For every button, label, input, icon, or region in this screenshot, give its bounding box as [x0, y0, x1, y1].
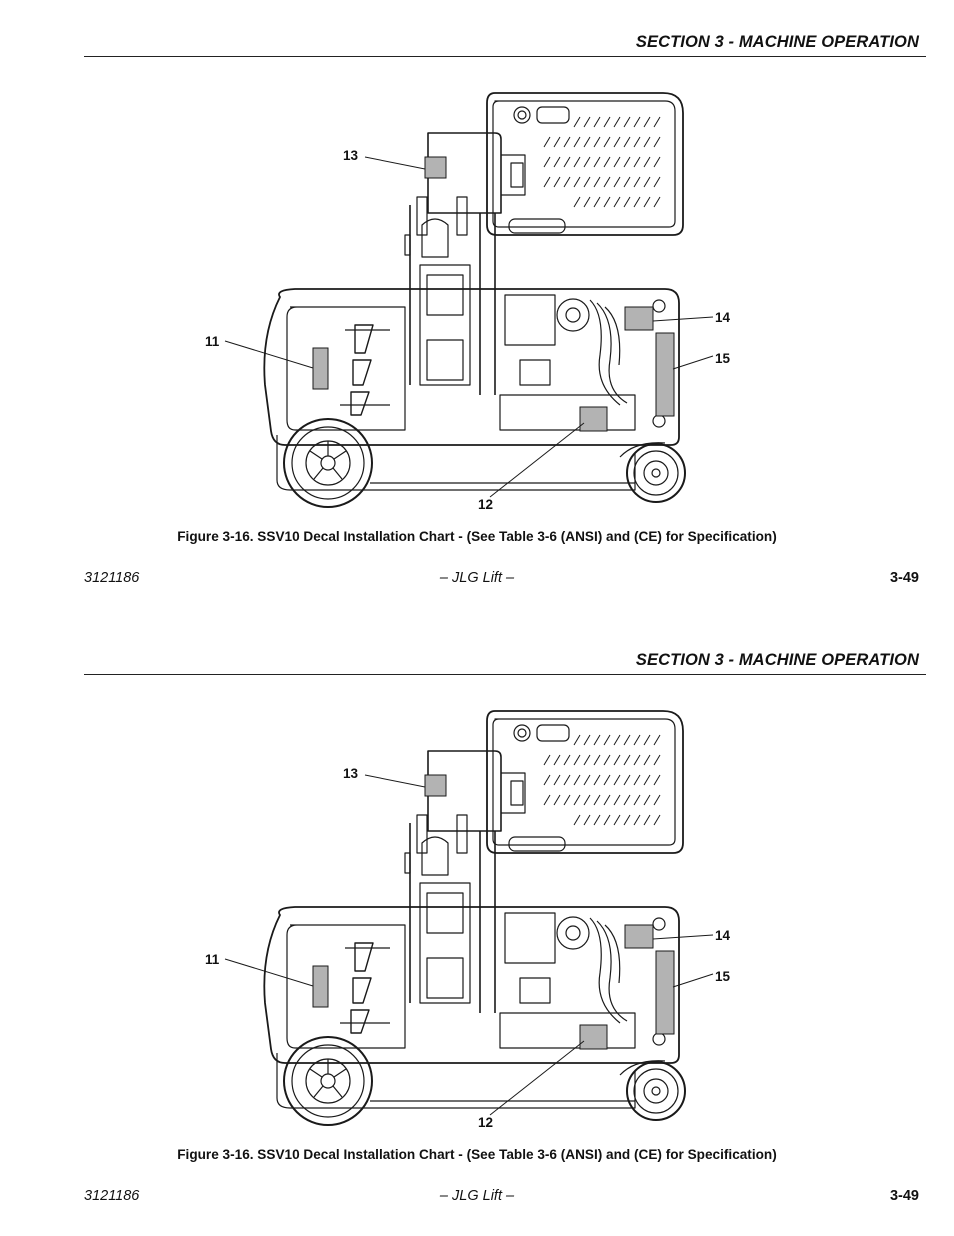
manual-page-1: SECTION 3 - MACHINE OPERATION: [84, 33, 926, 586]
decal-12: [579, 1024, 608, 1050]
decal-15: [655, 950, 675, 1035]
callout-11: 11: [205, 952, 220, 967]
figure: 13 11 14 15 12: [195, 703, 745, 1133]
section-title: SECTION 3 - MACHINE OPERATION: [635, 651, 919, 669]
decal-13: [424, 156, 447, 179]
callout-14: 14: [715, 310, 731, 325]
footer-doc-number: 3121186: [84, 1188, 140, 1204]
callout-15: 15: [715, 351, 731, 366]
callout-13: 13: [343, 766, 359, 781]
footer-page-number: 3-49: [889, 570, 919, 586]
callout-12: 12: [478, 497, 493, 512]
footer-page-number: 3-49: [889, 1188, 919, 1204]
footer-doc-number: 3121186: [84, 570, 140, 586]
ssv10-decal-diagram: 13 11 14 15 12: [205, 92, 731, 512]
callout-12: 12: [478, 1115, 493, 1130]
callout-13: 13: [343, 148, 359, 163]
ssv10-decal-diagram: 13 11 14 15 12: [205, 710, 731, 1130]
callout-11: 11: [205, 334, 220, 349]
decal-11: [312, 965, 329, 1008]
figure-caption: Figure 3-16. SSV10 Decal Installation Ch…: [177, 529, 777, 544]
decal-13: [424, 774, 447, 797]
callout-14: 14: [715, 928, 731, 943]
footer-publisher: – JLG Lift –: [439, 570, 515, 586]
decal-12: [579, 406, 608, 432]
decal-14: [624, 924, 654, 949]
header-rule: [84, 56, 926, 57]
header-rule: [84, 674, 926, 675]
decal-11: [312, 347, 329, 390]
decal-15: [655, 332, 675, 417]
decal-14: [624, 306, 654, 331]
figure: 13 11 14 15 12: [195, 85, 745, 515]
section-title: SECTION 3 - MACHINE OPERATION: [635, 33, 919, 51]
figure-caption: Figure 3-16. SSV10 Decal Installation Ch…: [177, 1147, 777, 1162]
manual-page-2: SECTION 3 - MACHINE OPERATION: [0, 618, 954, 1236]
callout-15: 15: [715, 969, 731, 984]
footer-publisher: – JLG Lift –: [439, 1188, 515, 1204]
